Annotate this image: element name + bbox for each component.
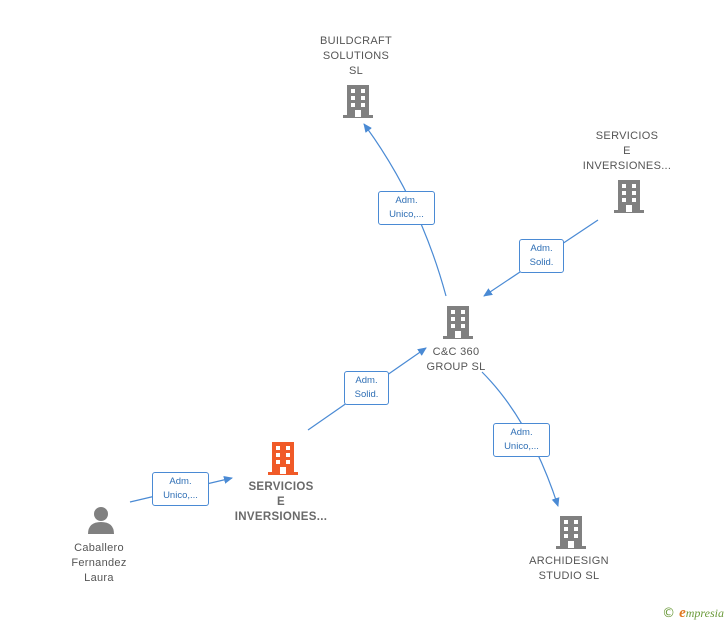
node-label-buildcraft: BUILDCRAFT SOLUTIONS SL: [319, 35, 393, 77]
building-icon[interactable]: [441, 304, 475, 340]
node-label-cc360: C&C 360 GROUP SL: [426, 346, 486, 373]
brand-logo-e: e: [679, 605, 686, 621]
footer-brand: ©empresia: [662, 605, 724, 622]
building-icon[interactable]: [612, 178, 646, 214]
node-label-servicios-top: SERVICIOS E INVERSIONES...: [582, 130, 672, 172]
node-label-person: Caballero Fernandez Laura: [71, 542, 127, 584]
building-icon[interactable]: [341, 83, 375, 119]
edge-label-servtop-cc[interactable]: Adm. Solid.: [519, 239, 564, 273]
edge-label-person-servfocus[interactable]: Adm. Unico,...: [152, 472, 209, 506]
brand-logo-text: mpresia: [685, 606, 724, 620]
person-icon[interactable]: [86, 505, 116, 535]
building-icon[interactable]: [554, 514, 588, 550]
edge-label-cc-archidesign[interactable]: Adm. Unico,...: [493, 423, 550, 457]
edge-label-servfocus-cc[interactable]: Adm. Solid.: [344, 371, 389, 405]
node-label-servicios-focus: SERVICIOS E INVERSIONES...: [234, 481, 328, 523]
node-label-archidesign: ARCHIDESIGN STUDIO SL: [529, 555, 609, 582]
edge-label-cc-buildcraft[interactable]: Adm. Unico,...: [378, 191, 435, 225]
building-icon-focus[interactable]: [266, 440, 300, 476]
copyright-icon: ©: [662, 606, 676, 621]
